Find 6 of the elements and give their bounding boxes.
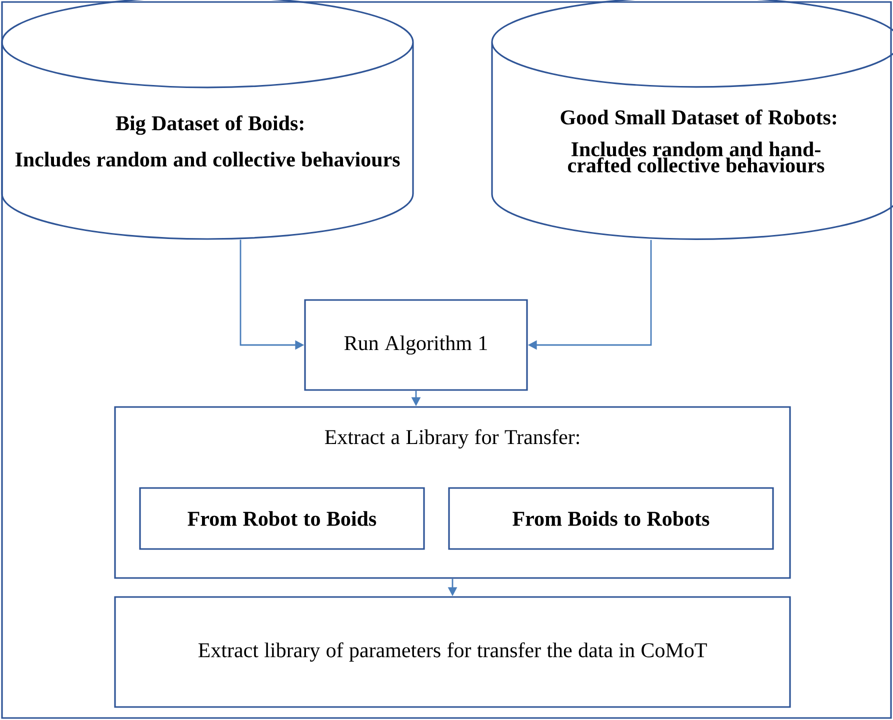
process-box: Extract library of parameters for transfer the data in CoMoT	[114, 596, 791, 708]
process-box: Run Algorithm 1	[304, 299, 528, 391]
dataset-cylinder: Good Small Dataset of Robots: Includes random and hand-crafted collective behaviours	[491, 0, 893, 240]
process-box: From Boids to Robots	[448, 487, 774, 550]
dataset-cylinder: Big Dataset of Boids: Includes random and collective behaviours	[1, 0, 414, 240]
process-box: From Robot to Boids	[139, 487, 425, 550]
